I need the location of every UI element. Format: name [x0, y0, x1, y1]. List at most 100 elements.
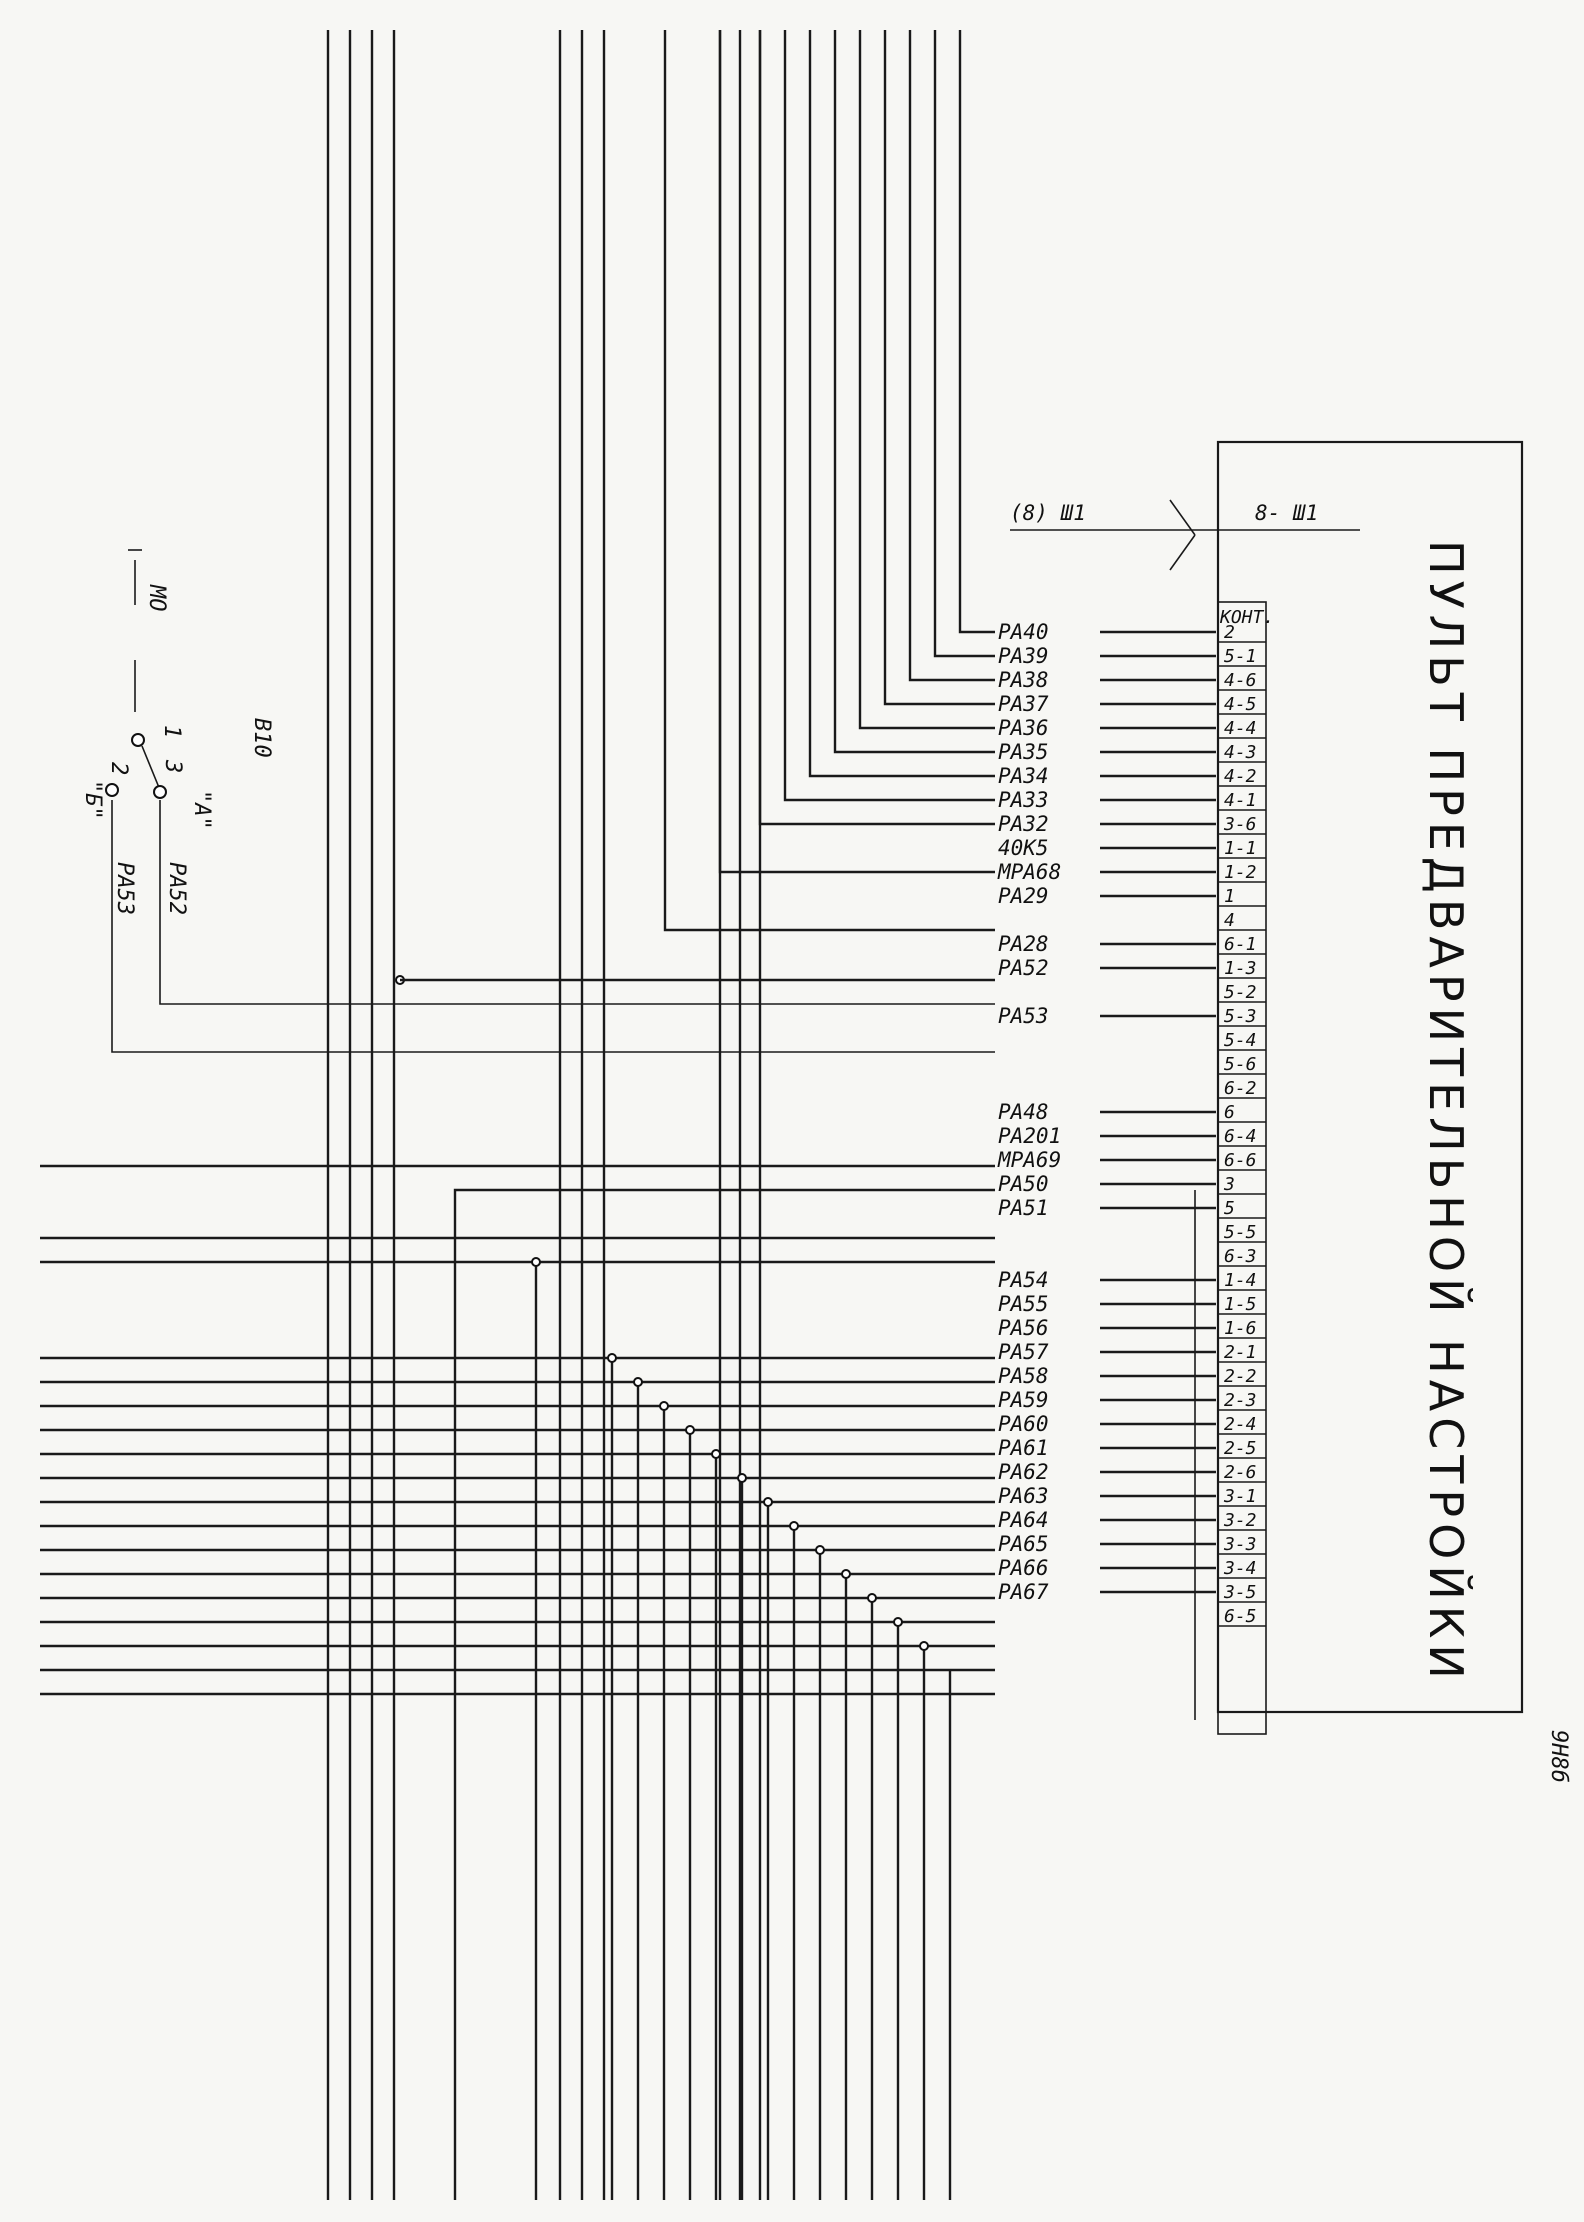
connector-row: 5-6: [1218, 1054, 1266, 1075]
switch-label-a: "А": [189, 790, 214, 830]
connector-row: 5-4: [1218, 1030, 1266, 1051]
switch-common-label: МО: [144, 584, 169, 612]
signal-label: РА32: [998, 812, 1049, 836]
signal-label: РА57: [998, 1340, 1049, 1364]
switch-out-a-wire: [159, 800, 995, 1005]
contact-number: 1-6: [1224, 1318, 1257, 1339]
signal-label: РА51: [998, 1196, 1049, 1220]
connector-row: 1-5 РА55: [998, 1292, 1266, 1316]
junction-dot: [633, 1377, 643, 1387]
switch-ref-label: В10: [249, 718, 274, 758]
signal-label: РА35: [998, 740, 1049, 764]
contact-number: 4-2: [1224, 766, 1257, 787]
connector-row: 6-2: [1218, 1078, 1266, 1099]
switch-lever: [141, 745, 161, 791]
contact-number: 6-1: [1224, 934, 1257, 955]
signal-label: 40К5: [998, 836, 1049, 860]
panel-frame: [1216, 440, 1524, 1714]
contact-number: 5-1: [1224, 646, 1257, 667]
signal-label: РА55: [998, 1292, 1049, 1316]
connector-row: 1-1 40К5: [998, 836, 1266, 860]
bundle-wire: [833, 30, 995, 754]
switch-pos2-label: 2: [106, 762, 131, 775]
contact-number: 1-5: [1224, 1294, 1257, 1315]
signal-label: РА61: [998, 1436, 1049, 1460]
contact-number: 5-5: [1224, 1222, 1257, 1243]
connector-row: 2-5 РА61: [998, 1436, 1266, 1460]
bundle-wire: [758, 30, 995, 826]
signal-label: РА56: [998, 1316, 1049, 1340]
connector-row: 5-5: [1218, 1222, 1266, 1243]
connector-row: 1 РА29: [998, 884, 1266, 908]
connector-row: 6-1 РА28: [998, 932, 1266, 956]
contact-number: 5-3: [1224, 1006, 1257, 1027]
signal-label: РА33: [998, 788, 1049, 812]
contact-number: 3-4: [1223, 1558, 1257, 1579]
signal-label: РА201: [998, 1124, 1061, 1148]
signal-label: МРА69: [997, 1148, 1061, 1172]
contact-number: 1-2: [1224, 862, 1257, 883]
trunk-wires: [326, 30, 762, 2200]
signal-label: РА52: [998, 956, 1049, 980]
connector-row: 6-5: [1218, 1606, 1266, 1627]
bundle-wire: [908, 30, 995, 682]
signal-label: РА60: [998, 1412, 1049, 1436]
junction-dot: [607, 1353, 617, 1363]
connector-row: 1-6 РА56: [998, 1316, 1266, 1340]
contact-number: 1: [1224, 886, 1235, 907]
bundle-wire: [883, 30, 995, 706]
connector-row: 6-4 РА201: [998, 1124, 1266, 1148]
signal-label: РА67: [998, 1580, 1049, 1604]
connector-row: 3-4 РА66: [998, 1556, 1266, 1580]
switch-b10: МО В10 1 2 3 "А" "Б" РА52 РА53: [80, 549, 995, 1053]
switch-out-b-wire: [111, 800, 995, 1053]
contact-number: 3-1: [1223, 1486, 1257, 1507]
cable-arrow: [1169, 499, 1196, 536]
junction-dot: [789, 1521, 799, 1531]
contact-number: 6-4: [1224, 1126, 1257, 1147]
signal-label: РА58: [998, 1364, 1049, 1388]
cable-arrow: [1169, 534, 1196, 571]
bundle-wire: [958, 30, 995, 634]
signal-label: РА36: [998, 716, 1049, 740]
signal-label: РА39: [998, 644, 1049, 668]
panel-title: ПУЛЬТ ПРЕДВАРИТЕЛЬНОЙ НАСТРОЙКИ: [1419, 540, 1473, 1685]
junction-dot: [919, 1641, 929, 1651]
signal-label: РА38: [998, 668, 1049, 692]
sheet-code: 9Н8б: [1546, 1730, 1571, 1783]
contact-column: [1217, 601, 1267, 1735]
signal-label: РА28: [998, 932, 1049, 956]
contact-number: 4-5: [1224, 694, 1257, 715]
contact-number: 2-1: [1224, 1342, 1257, 1363]
signal-label: МРА68: [997, 860, 1061, 884]
signal-label: РА40: [998, 620, 1049, 644]
signal-label: РА54: [998, 1268, 1049, 1292]
signal-label: РА65: [998, 1532, 1049, 1556]
signal-label: РА66: [998, 1556, 1049, 1580]
junction-dot: [711, 1449, 721, 1459]
contact-number: 2-5: [1224, 1438, 1257, 1459]
junction-dot: [841, 1569, 851, 1579]
junction-dot: [815, 1545, 825, 1555]
contact-number: 1-1: [1224, 838, 1257, 859]
contact-number: 1-3: [1224, 958, 1257, 979]
signal-label: РА29: [998, 884, 1049, 908]
